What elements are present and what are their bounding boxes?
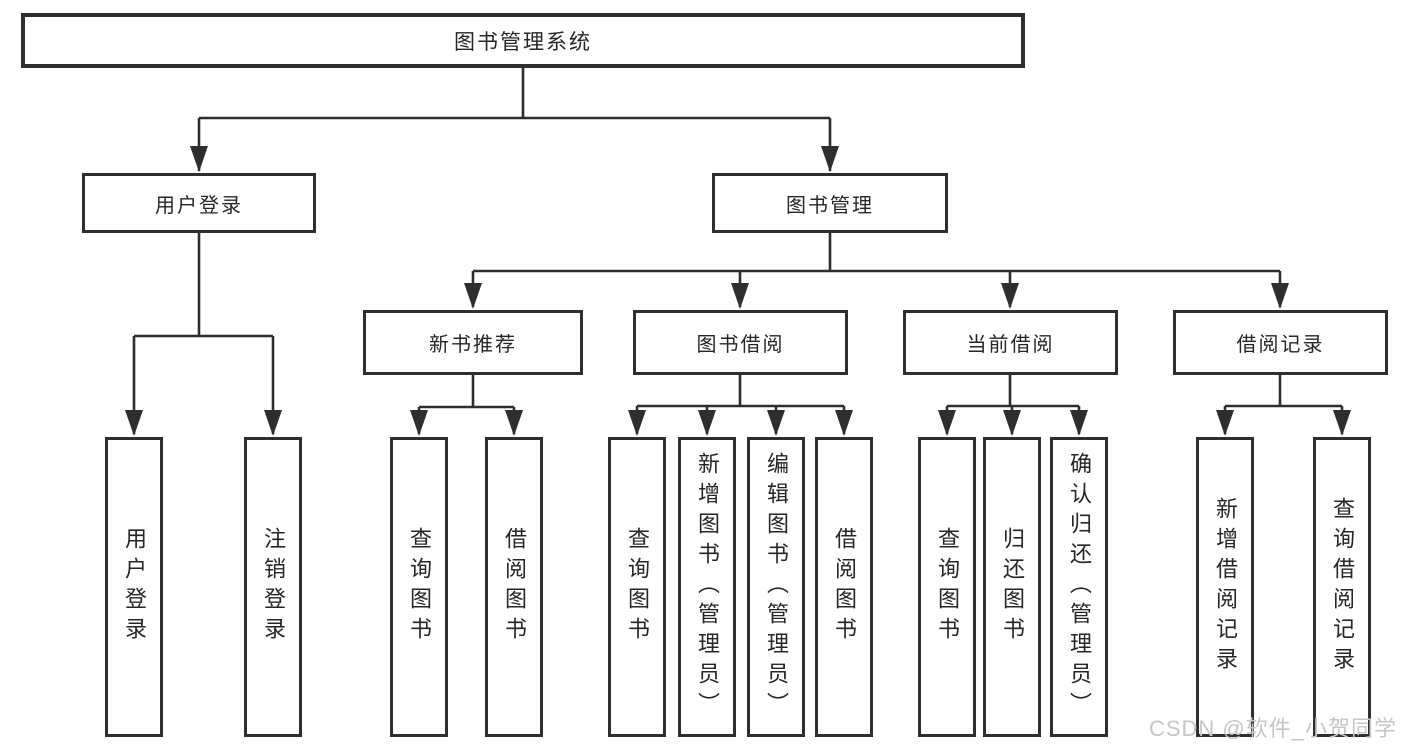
leaf-label: 查询图书 [935,527,960,647]
node-label: 新书推荐 [429,334,517,356]
node-book-management-branch: 图书管理 [712,173,948,233]
leaf-label: 编辑图书（管理员） [764,452,789,722]
node-label: 用户登录 [155,194,243,217]
node-book-borrowing: 图书借阅 [633,310,848,375]
leaf-label: 新增图书（管理员） [695,452,720,722]
node-current-borrowing: 当前借阅 [903,310,1118,375]
node-label: 图书借阅 [696,334,785,356]
leaf-add-books-admin: 新增图书（管理员） [678,437,736,737]
leaf-label: 新增借阅记录 [1213,497,1238,677]
leaf-label: 查询图书 [407,527,432,647]
leaf-add-borrow-record: 新增借阅记录 [1196,437,1254,737]
leaf-user-login: 用户登录 [105,437,163,737]
node-borrowing-records: 借阅记录 [1173,310,1388,375]
node-user-login-branch: 用户登录 [82,173,316,233]
leaf-label: 查询借阅记录 [1330,497,1355,677]
leaf-borrow-books-2: 借阅图书 [815,437,873,737]
leaf-edit-books-admin: 编辑图书（管理员） [747,437,805,737]
leaf-label: 确认归还（管理员） [1067,452,1092,722]
leaf-label: 借阅图书 [832,527,857,647]
leaf-query-borrow-record: 查询借阅记录 [1313,437,1371,737]
connector-path [132,68,1344,434]
node-label: 图书管理系统 [454,30,592,54]
leaf-label: 借阅图书 [502,527,527,647]
leaf-query-books-2: 查询图书 [608,437,666,737]
leaf-label: 注销登录 [261,527,286,647]
node-label: 图书管理 [786,194,874,217]
leaf-borrow-books-1: 借阅图书 [485,437,543,737]
leaf-return-books: 归还图书 [983,437,1041,737]
node-new-book-recommend: 新书推荐 [363,310,583,375]
leaf-label: 归还图书 [1000,527,1025,647]
watermark: CSDN @软件_小贺同学 [1148,716,1397,741]
node-label: 当前借阅 [966,334,1055,356]
leaf-label: 用户登录 [122,527,147,647]
leaf-query-books-1: 查询图书 [390,437,448,737]
leaf-query-books-3: 查询图书 [918,437,976,737]
leaf-confirm-return-admin: 确认归还（管理员） [1050,437,1108,737]
node-label: 借阅记录 [1236,334,1325,356]
leaf-logout: 注销登录 [244,437,302,737]
leaf-label: 查询图书 [625,527,650,647]
node-library-management-system: 图书管理系统 [21,13,1025,68]
